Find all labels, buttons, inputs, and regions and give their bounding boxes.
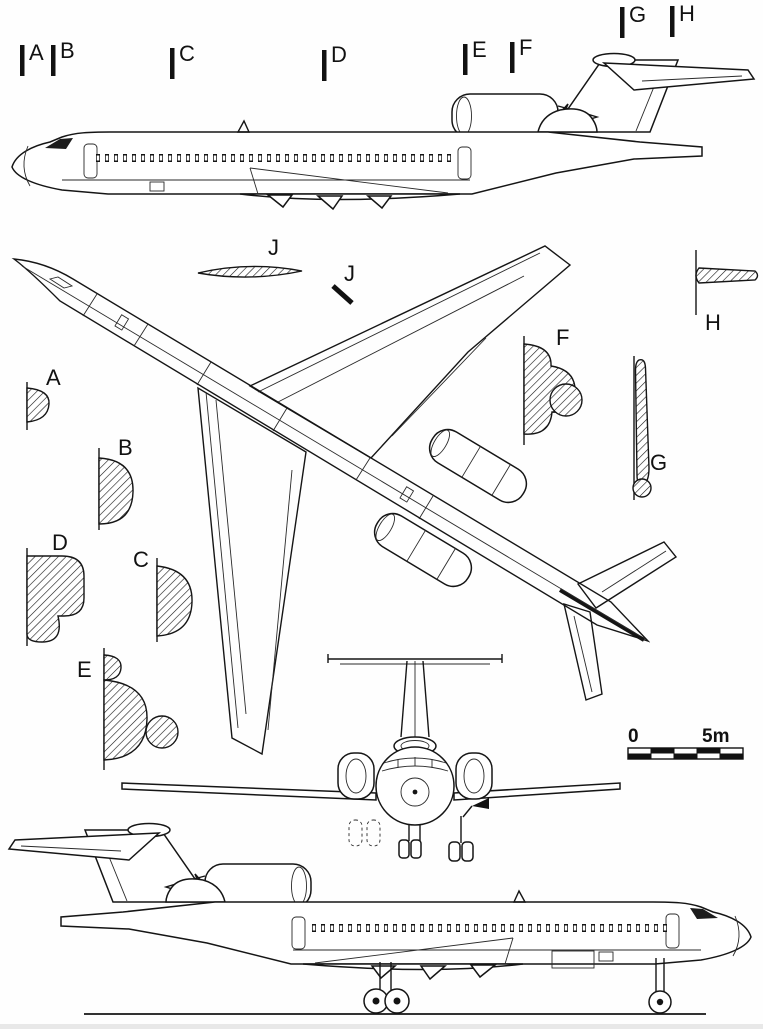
wing-front-right: [453, 782, 621, 801]
station-tick-g: [620, 7, 625, 38]
gear-door-outline: [366, 819, 381, 847]
scale-zero-label: 0: [628, 726, 639, 747]
station-tick-b: [51, 45, 56, 76]
side-view-bottom-gear: [84, 950, 706, 1015]
windscreen-plan: [48, 276, 74, 289]
station-tick-e: [463, 44, 468, 75]
fuselage-front: [375, 746, 455, 826]
cargo-door: [149, 181, 165, 192]
side-view-top: [11, 52, 756, 211]
cockpit-windows: [45, 138, 73, 149]
section-label-e: E: [77, 657, 92, 682]
airfoil-label-j2: J: [344, 261, 356, 286]
station-label-c: C: [179, 41, 195, 66]
station-label-b: B: [60, 38, 75, 63]
flag-marker: [472, 798, 489, 809]
section-label-h: H: [705, 310, 721, 335]
fuselage-frames: [82, 293, 434, 520]
cross-sections: A B C D E F G H: [26, 250, 759, 770]
hatch-outline: [399, 486, 415, 503]
section-label-c: C: [133, 547, 149, 572]
nose-gear-front: [398, 824, 422, 859]
station-tick-f: [510, 42, 515, 73]
station-label-a: A: [29, 40, 44, 65]
stabilizer-right: [576, 541, 678, 609]
station-label-e: E: [472, 37, 487, 62]
station-markers: A B C D E F G H: [20, 1, 695, 81]
flap-fairing: [365, 195, 393, 210]
airfoil-label-j1: J: [268, 235, 280, 260]
hatch-outline-bottom: [551, 950, 595, 969]
station-label-f: F: [519, 35, 533, 60]
scale-bar: 0 5m: [627, 726, 744, 760]
section-label-f: F: [556, 325, 570, 350]
section-shape-b: [98, 457, 134, 525]
section-label-d: D: [52, 530, 68, 555]
section-label-b: B: [118, 435, 133, 460]
wing-left: [197, 386, 307, 756]
station-label-g: G: [629, 2, 647, 27]
section-label-g: G: [650, 450, 668, 475]
station-label-d: D: [331, 42, 347, 67]
wing-front-left: [121, 782, 377, 801]
section-label-a: A: [46, 365, 61, 390]
nacelle-left: [373, 512, 473, 588]
station-tick-h: [670, 6, 675, 37]
plan-view: J J: [11, 235, 678, 756]
section-shape-e: [103, 654, 122, 681]
section-shape-d: [26, 555, 85, 643]
fuselage: [11, 131, 703, 195]
front-view: [121, 654, 621, 862]
station-label-h: H: [679, 1, 695, 26]
section-tick-j: [331, 284, 354, 305]
hatch-outline: [114, 314, 130, 331]
center-engine-intake: [537, 108, 598, 133]
horizontal-stabilizer: [601, 62, 756, 91]
airfoil-section-j: [197, 265, 303, 278]
scale-bar-segments: [627, 747, 744, 760]
antenna-fin: [236, 119, 251, 133]
engine-pod-left: [337, 752, 375, 800]
fuselage-plan: [11, 258, 651, 643]
wing-root-side: [239, 193, 461, 201]
station-tick-c: [170, 48, 175, 79]
station-tick-d: [322, 50, 327, 81]
stabilizer-left: [563, 602, 603, 701]
wing-right: [248, 245, 572, 459]
section-shape-a: [26, 387, 50, 423]
main-gear-front: [448, 816, 474, 862]
side-view-bottom: [9, 824, 751, 980]
flap-fairing: [265, 194, 294, 209]
fin-front: [400, 660, 430, 738]
nacelle-right: [428, 428, 528, 504]
engine-pod-right: [455, 752, 493, 800]
radome-front: [400, 777, 430, 807]
section-shape-h: [695, 267, 759, 284]
section-shape-c: [156, 565, 193, 637]
section-shape-g: [634, 358, 650, 486]
station-tick-a: [20, 45, 25, 76]
gear-door-outline: [348, 819, 363, 847]
flap-fairing: [315, 195, 344, 211]
scale-max-label: 5m: [702, 726, 729, 747]
aft-door: [457, 146, 472, 180]
fin-edge: [558, 588, 646, 642]
